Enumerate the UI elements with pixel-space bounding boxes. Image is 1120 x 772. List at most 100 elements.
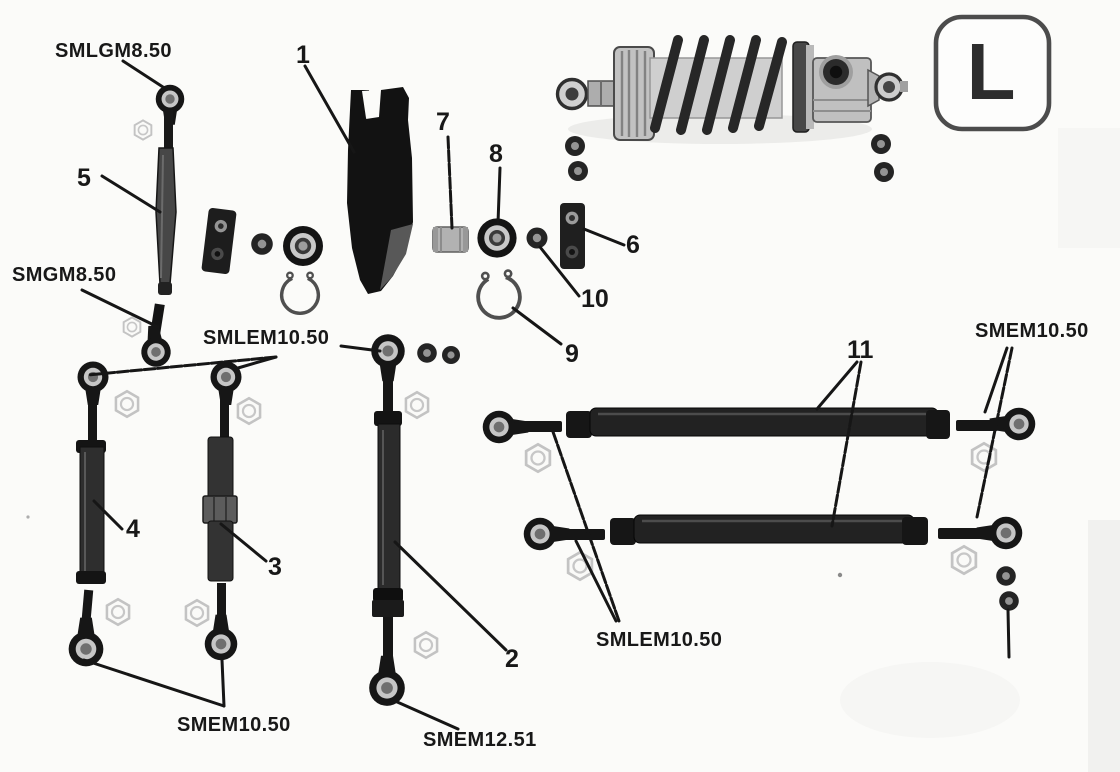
hex-nut: [184, 598, 210, 628]
leader-smlgm8-50: [121, 59, 168, 91]
leader-callout-6: [582, 227, 626, 247]
leader-callout-9: [511, 306, 563, 346]
rocker-arm-fork-slot: [362, 90, 379, 118]
part-code-smlgm8-50: SMLGM8.50: [55, 40, 172, 62]
callout-10: 10: [581, 285, 609, 313]
rod-end-shaft: [956, 420, 998, 431]
bearing-left: [283, 226, 323, 266]
rod-end: [369, 655, 405, 706]
leader-smlem10-50-lower-a: [550, 427, 621, 623]
turnbuckle-link-part-3: [202, 361, 242, 661]
hex-nut: [950, 544, 978, 576]
shock-right-stud: [900, 81, 908, 92]
callout-6: 6: [626, 231, 640, 259]
threaded-stud: [383, 617, 393, 669]
rocker-arm-facet: [380, 224, 413, 290]
leader-callout-11-b: [830, 360, 863, 528]
clamp-block-part-6: [560, 203, 585, 269]
leader-smgm8-50: [80, 288, 160, 329]
labels: SMLGM8.50 SMGM8.50 SMLEM10.50 SMEM10.50 …: [12, 40, 1089, 751]
spacer-bushing-part-7: [432, 226, 469, 253]
leader-unlabeled-grommet: [1006, 608, 1011, 659]
rod-end: [976, 516, 1023, 550]
hex-nut: [404, 390, 430, 420]
callout-9: 9: [565, 340, 579, 368]
ball-stud-smgm: [138, 303, 173, 369]
leader-callout-1: [303, 64, 356, 154]
grommet: [871, 134, 891, 154]
link-rod-part-2: [369, 334, 405, 706]
hex-nut: [122, 316, 142, 338]
leader-callout-4: [92, 499, 124, 531]
callout-7: 7: [436, 108, 450, 136]
leader-smlem10-50-upper-c: [339, 344, 382, 353]
hex-nut: [524, 442, 552, 474]
threaded-stud: [217, 583, 226, 627]
bushing-grommet-left: [251, 233, 273, 255]
upper-link-part-5: [155, 84, 185, 295]
hex-coupler: [202, 495, 238, 524]
rod-end: [68, 617, 104, 667]
shock-seat-flange: [806, 45, 814, 129]
part-code-smlem10-50-lower: SMLEM10.50: [596, 629, 722, 651]
shock-spring-perch: [613, 46, 655, 141]
callout-8: 8: [489, 140, 503, 168]
rod-end: [204, 614, 238, 661]
threaded-stud: [164, 110, 173, 150]
leader-callout-7: [446, 135, 454, 230]
grommet-part-10: [526, 227, 548, 249]
callout-2: 2: [505, 645, 519, 673]
part-code-smlem10-50-upper: SMLEM10.50: [203, 327, 329, 349]
shock-left-eyelet-hole: [565, 87, 579, 101]
leader-smem10-50-right-b: [975, 346, 1014, 519]
clamp-block-left: [201, 207, 237, 275]
scan-artifacts: [26, 114, 1120, 772]
shock-end-reducer: [867, 68, 880, 108]
leader-callout-3: [219, 522, 268, 563]
leader-callout-11-a: [815, 360, 859, 411]
callout-1: 1: [296, 41, 310, 69]
grommet: [996, 566, 1016, 586]
link-arm-cap: [158, 282, 172, 295]
hex-nut: [236, 396, 262, 426]
hex-nut: [413, 630, 439, 660]
rod-end-shaft: [561, 529, 605, 540]
variant-marker-box: L: [933, 14, 1052, 132]
hex-nut: [105, 597, 131, 627]
leader-lines: [80, 59, 1014, 731]
leader-callout-5: [100, 174, 162, 214]
threaded-stud: [88, 393, 97, 443]
callout-11: 11: [847, 336, 874, 364]
part-code-smem10-50-left: SMEM10.50: [177, 714, 291, 736]
leader-smlem10-50-upper-b: [236, 355, 278, 370]
threaded-stud: [220, 393, 229, 440]
link-arm-body: [155, 147, 177, 285]
callout-5: 5: [77, 164, 91, 192]
grommet: [417, 343, 437, 363]
long-rod-upper-part-11: [482, 407, 1036, 444]
hex-nut: [133, 119, 153, 141]
part-code-smem10-50-right: SMEM10.50: [975, 320, 1089, 342]
hex-nut: [114, 389, 140, 419]
rod-end-shaft: [938, 528, 984, 539]
hex-nuts: [105, 119, 998, 660]
callout-4: 4: [126, 515, 140, 543]
grommet: [442, 346, 460, 364]
leader-smem10-50-right-a: [983, 346, 1009, 414]
shock-coil-spring: [650, 35, 787, 135]
grommet: [874, 162, 894, 182]
shock-absorber: [555, 35, 908, 141]
rocker-arm-part-1: [347, 87, 413, 294]
leader-smem10-50-left-a: [82, 658, 226, 708]
part-code-smgm8-50: SMGM8.50: [12, 264, 116, 286]
shock-adjuster-center: [829, 65, 843, 79]
threaded-stud: [383, 367, 393, 413]
callout-3: 3: [268, 553, 282, 581]
bearing-part-8: [477, 218, 517, 258]
shock-right-eyelet-hole: [883, 81, 895, 93]
rod-end-shaft: [520, 421, 562, 432]
link-arm-highlight: [160, 154, 164, 279]
grommet: [565, 136, 585, 156]
